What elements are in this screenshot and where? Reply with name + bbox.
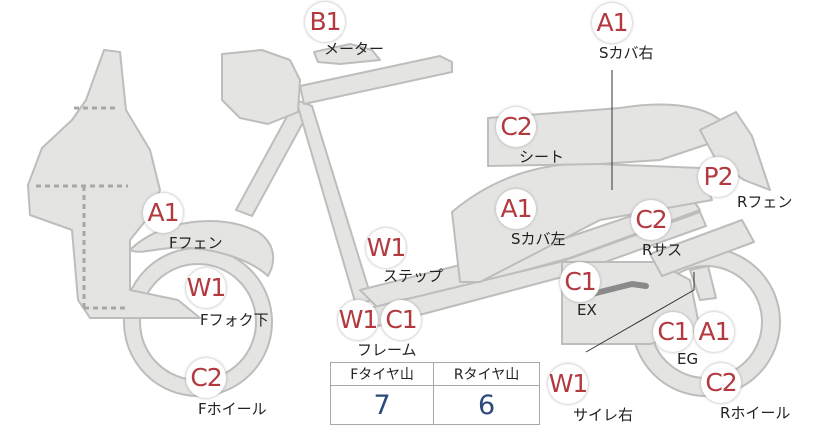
front-fender xyxy=(129,220,275,277)
headlight xyxy=(221,49,301,125)
label-seat: シート xyxy=(519,148,565,166)
label-front-fender: Fフェン xyxy=(169,234,223,252)
marker-muffler-right: W1 xyxy=(548,364,588,404)
label-front-wheel: Fホイール xyxy=(198,400,267,418)
label-meter: メーター xyxy=(324,40,385,58)
marker-seat: C2 xyxy=(496,107,536,147)
marker-rear-wheel: C2 xyxy=(701,363,741,403)
marker-rear-fender: P2 xyxy=(698,157,738,197)
label-frame: フレーム xyxy=(357,341,417,359)
marker-frame-c1: C1 xyxy=(381,300,421,340)
marker-rear-shock: C2 xyxy=(631,200,671,240)
rear-shock xyxy=(649,219,755,277)
marker-front-fender: A1 xyxy=(143,193,183,233)
front-tread-value: 7 xyxy=(329,385,435,425)
label-rear-wheel: Rホイール xyxy=(720,404,791,422)
label-step: ステップ xyxy=(383,267,444,285)
tire-tread-table: Fタイヤ山 Rタイヤ山 7 6 xyxy=(329,362,540,425)
label-exhaust: EX xyxy=(577,301,597,319)
front-tread-header: Fタイヤ山 xyxy=(329,362,435,386)
seat xyxy=(487,103,727,167)
leg-shield xyxy=(27,49,201,319)
exhaust-pipe xyxy=(581,280,649,299)
marker-front-wheel: C2 xyxy=(186,358,226,398)
rear-tread-value: 6 xyxy=(433,385,540,425)
label-side-cover-right: Sカバ右 xyxy=(599,44,654,62)
label-front-fork: Fフォク下 xyxy=(200,311,269,329)
marker-engine-a1: A1 xyxy=(694,312,734,352)
label-rear-shock: Rサス xyxy=(642,241,683,259)
marker-frame-w1: W1 xyxy=(338,300,378,340)
marker-exhaust: C1 xyxy=(560,262,600,302)
marker-engine-c1: C1 xyxy=(653,312,693,352)
meter xyxy=(313,43,381,65)
label-engine: EG xyxy=(677,350,699,368)
frame xyxy=(369,211,707,327)
marker-side-cover-left: A1 xyxy=(496,189,536,229)
marker-step: W1 xyxy=(366,228,406,268)
marker-meter: B1 xyxy=(305,2,345,42)
rear-tread-header: Rタイヤ山 xyxy=(433,362,540,386)
label-muffler-right: サイレ右 xyxy=(573,406,634,424)
handlebar xyxy=(299,55,453,105)
label-side-cover-left: Sカバ左 xyxy=(511,230,566,248)
marker-side-cover-right: A1 xyxy=(592,3,632,43)
label-rear-fender: Rフェン xyxy=(737,193,793,211)
marker-front-fork: W1 xyxy=(186,268,226,308)
